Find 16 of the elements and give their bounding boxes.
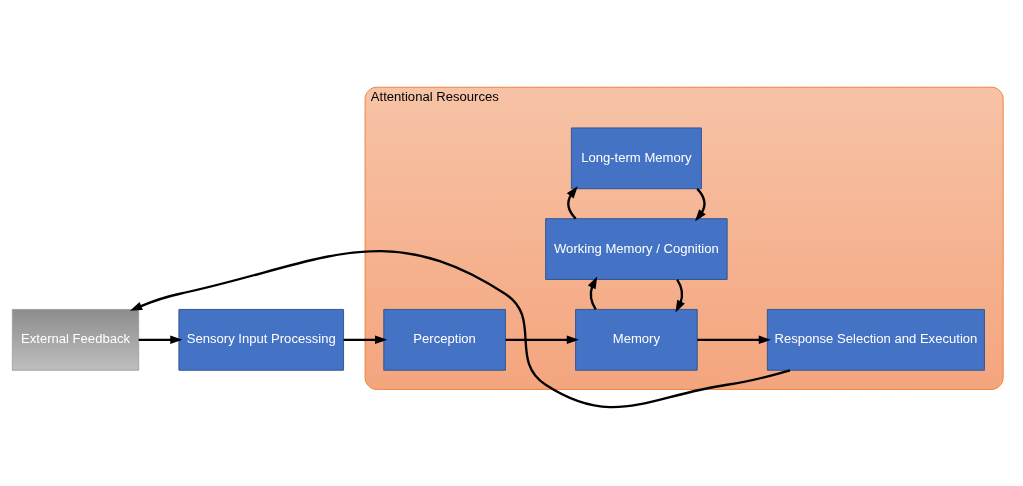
arrow	[694, 187, 706, 221]
node-box: Response Selection and Execution	[766, 308, 985, 371]
node-box: Perception	[383, 308, 506, 371]
arrow	[566, 185, 578, 219]
arrow	[587, 276, 598, 310]
node-box: External Feedback	[11, 308, 140, 371]
node-box: Working Memory / Cognition	[545, 217, 728, 280]
arrow	[697, 335, 771, 344]
node-box: Memory	[575, 308, 698, 371]
node-box: Long-term Memory	[570, 126, 702, 189]
arrow	[505, 335, 579, 344]
node-box: Sensory Input Processing	[178, 308, 345, 371]
arrow	[138, 335, 183, 344]
arrow	[675, 278, 685, 312]
arrow	[130, 249, 791, 408]
arrow	[343, 335, 388, 344]
